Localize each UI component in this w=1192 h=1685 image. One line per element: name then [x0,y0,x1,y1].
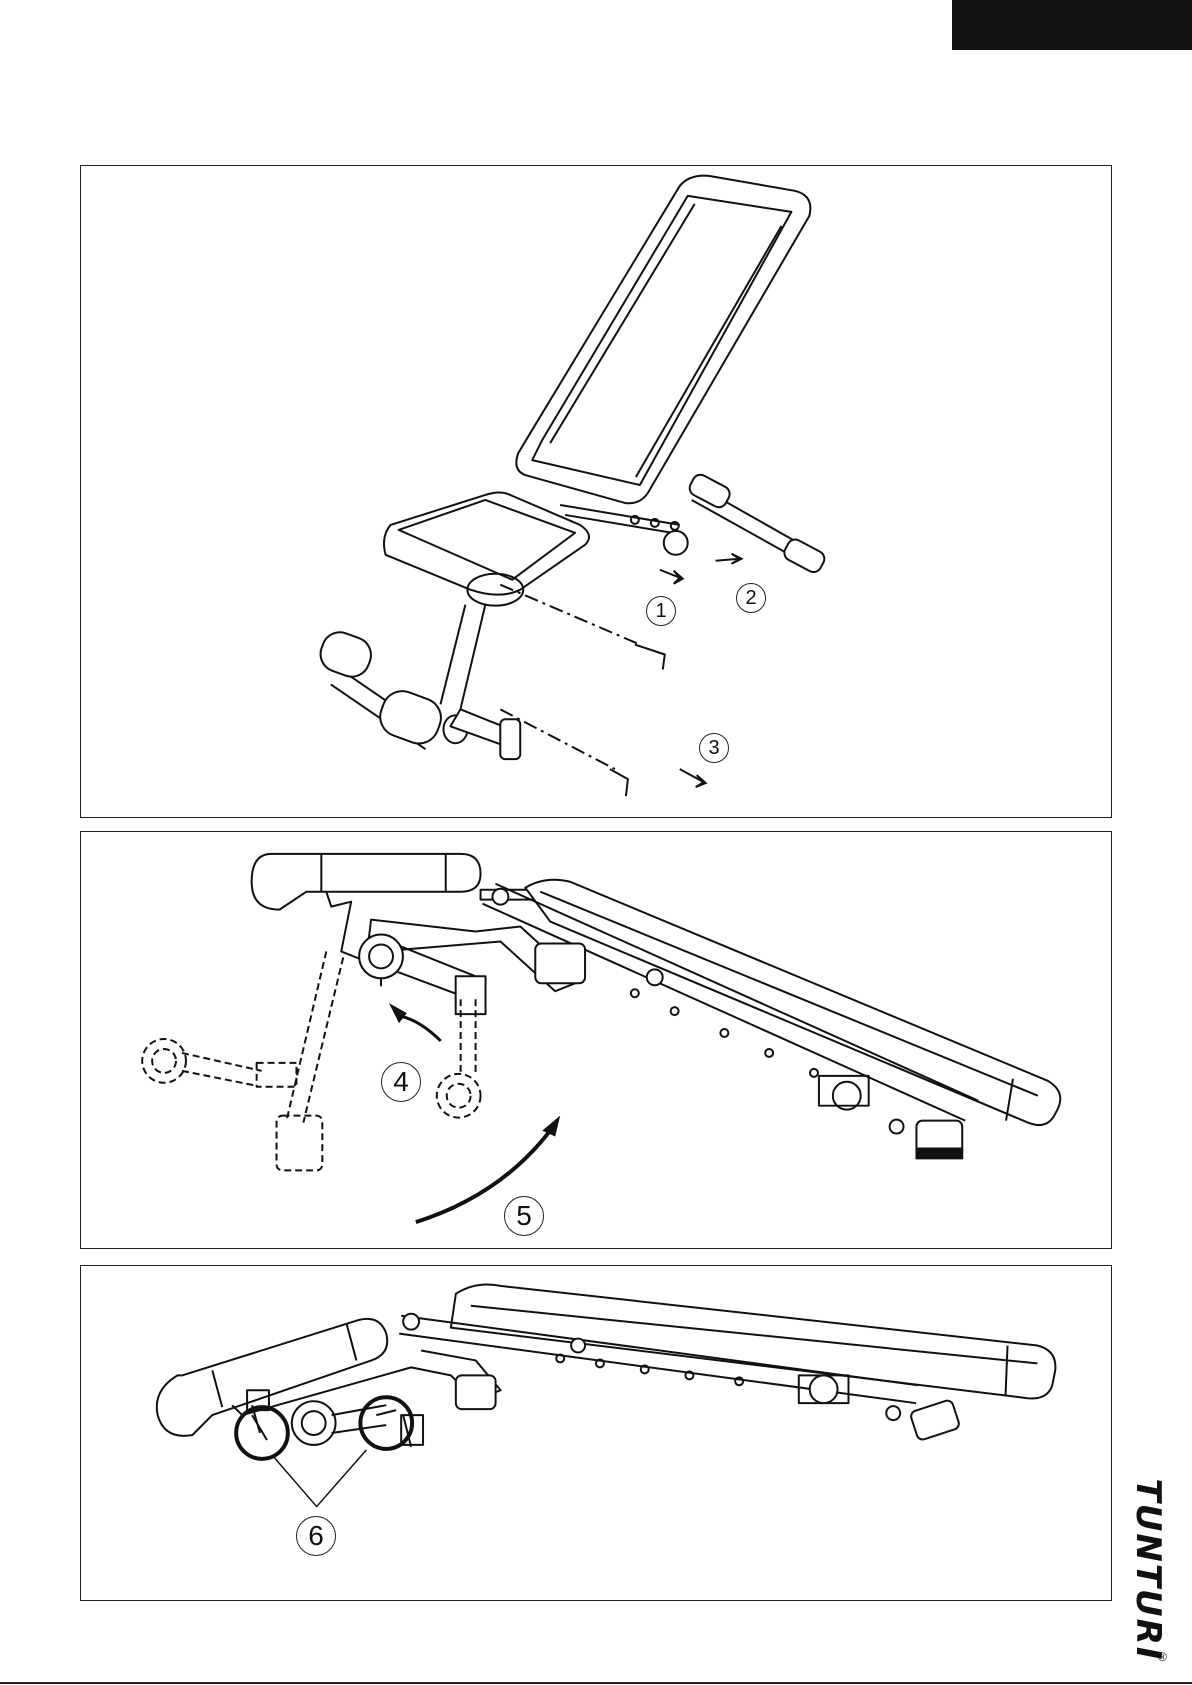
corner-language-tab [952,0,1192,50]
callout-step-6: 6 [296,1516,336,1556]
tunturi-logo: TUNTURI [1118,1460,1178,1680]
figure-panel-bench-assembly: 1 2 3 [80,165,1112,818]
callout-step-2: 2 [736,583,766,613]
bench-perspective-drawing [81,166,1111,817]
figure-panel-folded-bench: 6 [80,1265,1112,1601]
figure-panel-folding-legs: 4 5 [80,831,1112,1249]
callout-step-1: 1 [646,596,676,626]
logo-wordmark: TUNTURI [1128,1479,1168,1662]
bench-side-view-folding [81,832,1111,1248]
bottom-rule [0,1682,1192,1684]
callout-step-5: 5 [504,1196,544,1236]
registered-mark: ® [1158,1650,1167,1664]
bench-folded-drawing [81,1266,1111,1600]
callout-step-3: 3 [699,733,729,763]
callout-step-4: 4 [381,1062,421,1102]
